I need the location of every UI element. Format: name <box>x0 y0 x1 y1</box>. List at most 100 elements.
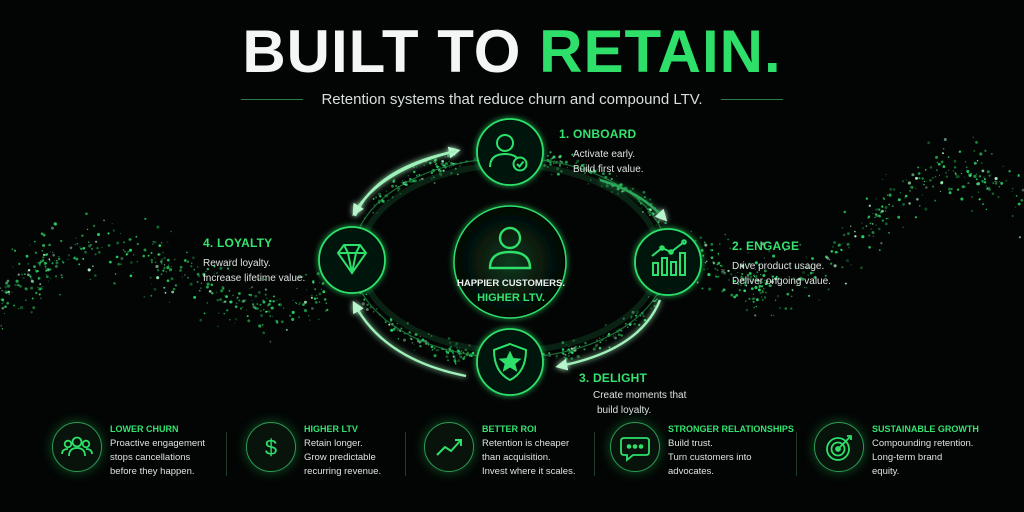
particle-dot <box>315 294 318 297</box>
benefit-desc: Proactive engagement stops cancellations… <box>110 437 205 479</box>
particle-dot <box>433 354 437 358</box>
particle-dot <box>372 212 374 214</box>
particle-dot <box>314 301 318 304</box>
particle-dot <box>152 241 155 243</box>
particle-dot <box>373 311 375 313</box>
particle-dot <box>157 253 159 256</box>
particle-dot <box>631 187 635 191</box>
particle-dot <box>619 183 623 187</box>
particle-dot <box>793 280 796 283</box>
particle-dot <box>980 162 983 165</box>
particle-dot <box>1017 202 1021 206</box>
particle-dot <box>190 265 193 268</box>
particle-dot <box>587 182 590 185</box>
particle-dot <box>805 266 807 269</box>
particle-dot <box>703 241 706 244</box>
particle-dot <box>623 190 625 193</box>
particle-dot <box>1000 181 1004 185</box>
benefit-title: HIGHER LTV <box>304 424 358 434</box>
benefit-desc-line: Invest where it scales. <box>482 466 576 477</box>
particle-dot <box>41 286 43 288</box>
particle-dot <box>653 304 656 308</box>
particle-dot <box>434 158 438 162</box>
particle-dot <box>767 250 771 253</box>
particle-dot <box>881 209 884 213</box>
particle-dot <box>621 190 624 193</box>
particle-dot <box>981 180 985 184</box>
particle-dot <box>929 166 933 169</box>
particle-dot <box>805 256 807 258</box>
particle-dot <box>714 267 717 270</box>
particle-dot <box>915 187 917 190</box>
particle-dot <box>770 280 774 284</box>
particle-dot <box>929 178 932 182</box>
particle-dot <box>885 173 887 176</box>
particle-dot <box>970 174 972 177</box>
particle-dot <box>86 228 89 231</box>
particle-dot <box>874 216 876 219</box>
particle-dot <box>733 295 736 299</box>
particle-dot <box>754 261 758 265</box>
particle-dot <box>704 261 707 264</box>
particle-dot <box>67 258 69 261</box>
particle-dot <box>323 298 327 301</box>
particle-dot <box>644 196 646 198</box>
particle-dot <box>20 306 24 310</box>
particle-dot <box>772 314 775 317</box>
particle-dot <box>757 264 760 266</box>
particle-dot <box>965 166 968 169</box>
particle-dot <box>413 343 415 345</box>
particle-dot <box>13 304 15 307</box>
particle-dot <box>365 293 368 296</box>
particle-dot <box>979 152 983 156</box>
diamond-icon <box>336 244 368 275</box>
particle-dot <box>982 203 984 205</box>
particle-dot <box>886 194 889 196</box>
particle-dot <box>576 355 580 359</box>
particle-dot <box>264 288 268 291</box>
particle-dot <box>120 263 122 265</box>
particle-dot <box>456 354 459 356</box>
particle-dot <box>575 161 578 164</box>
particle-dot <box>897 215 901 219</box>
particle-dot <box>267 310 271 313</box>
particle-dot <box>259 309 262 313</box>
particle-dot <box>43 286 45 288</box>
particle-dot <box>1020 198 1024 202</box>
particle-dot <box>169 262 171 264</box>
particle-dot <box>205 270 207 273</box>
particle-dot <box>379 195 382 198</box>
particle-dot <box>934 199 937 202</box>
particle-dot <box>748 297 751 300</box>
particle-dot <box>992 182 995 185</box>
particle-dot <box>435 349 437 352</box>
bar-chart-icon <box>651 239 687 276</box>
particle-dot <box>717 252 720 255</box>
particle-dot <box>46 269 49 272</box>
particle-dot <box>837 243 841 247</box>
particle-dot <box>119 232 121 235</box>
particle-dot <box>196 272 200 276</box>
particle-dot <box>143 296 145 298</box>
particle-dot <box>883 198 886 200</box>
particle-dot <box>98 251 101 254</box>
particle-dot <box>372 197 375 200</box>
particle-dot <box>973 174 977 178</box>
particle-dot <box>734 269 736 271</box>
particle-dot <box>95 240 98 243</box>
particle-dot <box>754 275 758 279</box>
particle-dot <box>917 172 921 175</box>
particle-dot <box>34 240 36 243</box>
particle-dot <box>431 348 434 351</box>
user-check-icon <box>489 134 528 172</box>
particle-dot <box>227 267 230 270</box>
particle-dot <box>909 190 911 192</box>
benefit-title: BETTER ROI <box>482 424 537 434</box>
benefit-desc-line: Proactive engagement <box>110 438 206 449</box>
particle-dot <box>278 303 281 306</box>
particle-dot <box>978 175 982 178</box>
particle-dot <box>398 188 401 190</box>
particle-dot <box>298 275 301 279</box>
particle-dot <box>127 250 130 253</box>
particle-dot <box>809 271 813 275</box>
